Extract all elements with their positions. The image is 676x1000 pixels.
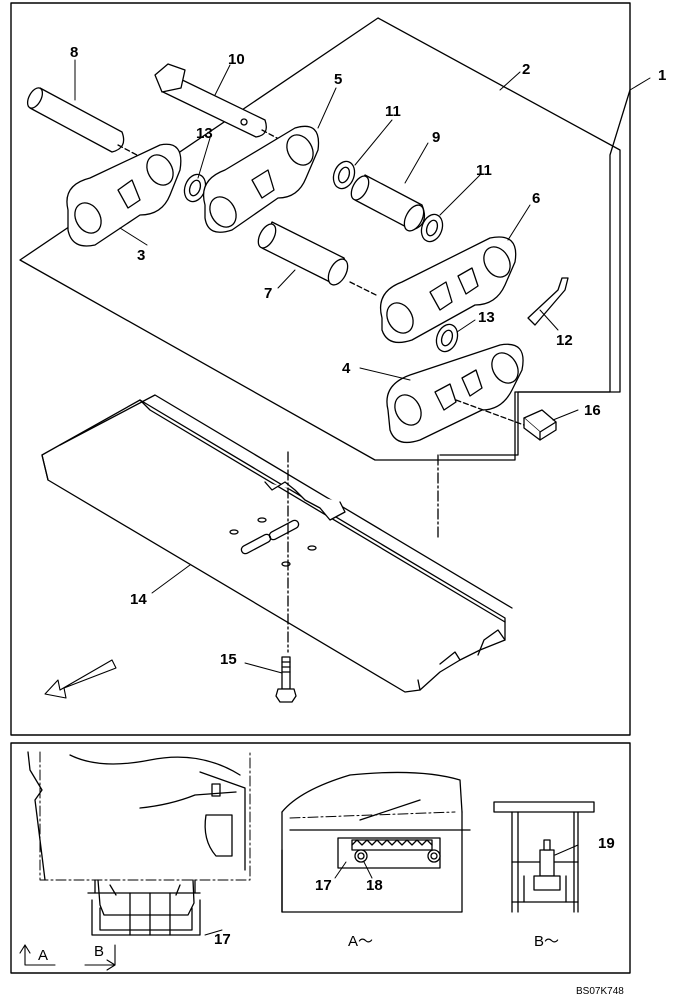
callout-17-left: 17 (214, 931, 231, 948)
callout-7: 7 (264, 285, 272, 302)
link-assembly-boundary-2 (19, 17, 621, 461)
callout-9: 9 (432, 129, 440, 146)
ring-13-lower (435, 323, 459, 353)
callout-13-lower: 13 (478, 309, 495, 326)
view-marker-b: B (94, 943, 104, 960)
pin-8 (26, 87, 151, 163)
callout-16: 16 (584, 402, 601, 419)
callout-8: 8 (70, 44, 78, 61)
callout-19: 19 (598, 835, 615, 852)
link-5 (202, 125, 320, 233)
nut-16 (455, 399, 557, 441)
ring-11-upper (332, 160, 356, 190)
callout-1: 1 (658, 67, 666, 84)
detail-panel-frame (10, 742, 631, 974)
drawing-code: BS07K748 (576, 986, 624, 997)
view-label-b: B～ (534, 933, 559, 950)
callout-18: 18 (366, 877, 383, 894)
bushing-9 (350, 174, 426, 232)
pin-12 (527, 277, 569, 326)
callout-3: 3 (137, 247, 145, 264)
callout-2: 2 (522, 61, 530, 78)
callout-11-upper: 11 (385, 103, 401, 120)
callout-15: 15 (220, 651, 237, 668)
callout-6: 6 (532, 190, 540, 207)
callout-14: 14 (130, 591, 147, 608)
ring-11-lower (420, 213, 444, 243)
callout-12: 12 (556, 332, 573, 349)
callout-5: 5 (334, 71, 342, 88)
detail-view-b (493, 801, 595, 913)
detail-view-a (281, 771, 471, 913)
bushing-7 (257, 221, 379, 297)
callout-17-a: 17 (315, 877, 332, 894)
view-marker-a: A (38, 947, 48, 964)
ring-13-upper (183, 173, 207, 203)
link-4 (386, 343, 524, 444)
shoe-14 (41, 394, 513, 693)
callout-11-lower: 11 (476, 162, 492, 179)
detail-view-left (27, 751, 251, 936)
link-3 (66, 143, 182, 247)
main-panel-frame (10, 2, 631, 736)
leader-lines (74, 59, 651, 674)
view-markers (19, 944, 116, 971)
view-label-a: A～ (348, 933, 373, 950)
link-6 (379, 236, 517, 344)
callout-13-upper: 13 (196, 125, 213, 142)
callout-10: 10 (228, 51, 245, 68)
direction-arrow (44, 659, 117, 699)
bolt-15 (275, 656, 297, 703)
pin-10 (154, 63, 293, 147)
callout-4: 4 (342, 360, 351, 377)
